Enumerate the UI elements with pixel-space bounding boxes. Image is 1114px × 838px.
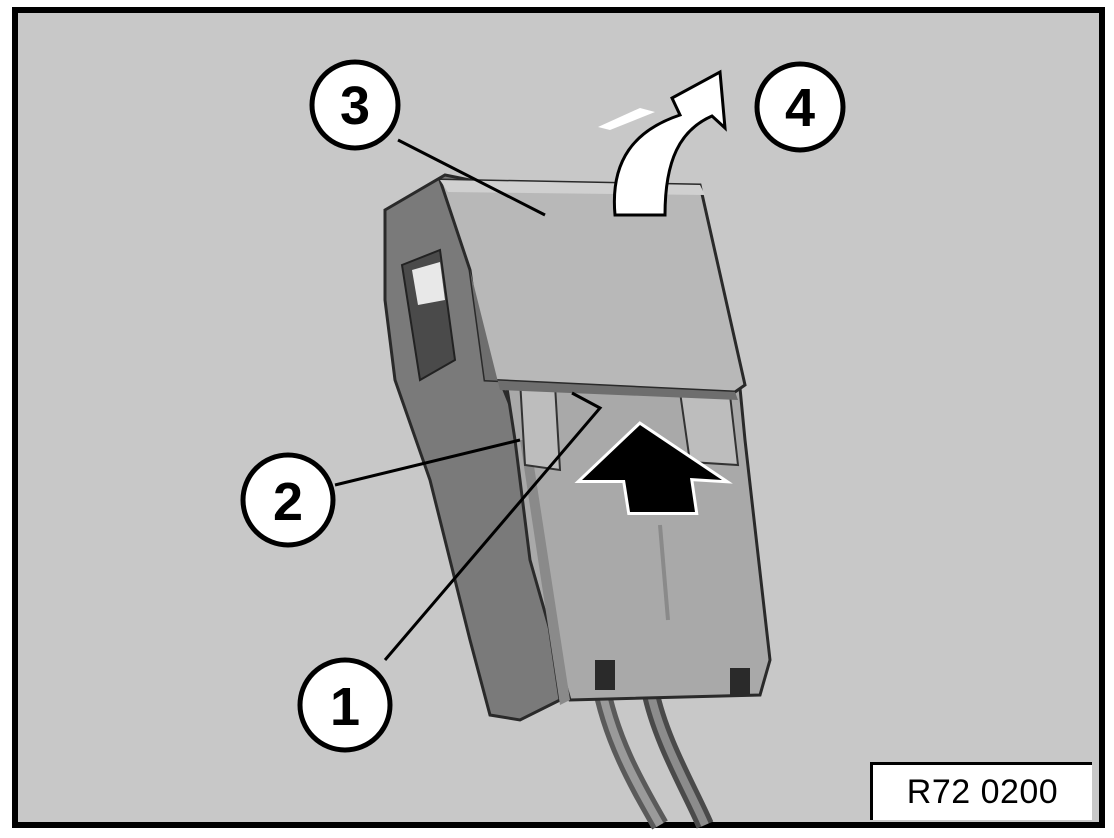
callout-3: 3 (309, 59, 401, 151)
leader-line-1 (383, 391, 603, 661)
callout-2-label: 2 (273, 472, 303, 532)
curved-arrow-up-icon (598, 69, 727, 217)
callout-4-label: 4 (785, 78, 815, 138)
leader-line-3 (397, 138, 546, 217)
reference-code: R72 0200 (870, 762, 1092, 820)
leader-lines (334, 138, 603, 661)
connector-housing (383, 173, 772, 722)
callout-4: 4 (754, 61, 846, 153)
leader-line-2 (334, 438, 521, 487)
connector-cover (437, 178, 747, 400)
arrow-up-icon (574, 421, 733, 515)
callout-1: 1 (297, 657, 393, 753)
callout-3-label: 3 (340, 76, 370, 136)
callout-1-label: 1 (330, 677, 360, 737)
callout-2: 2 (240, 452, 336, 548)
